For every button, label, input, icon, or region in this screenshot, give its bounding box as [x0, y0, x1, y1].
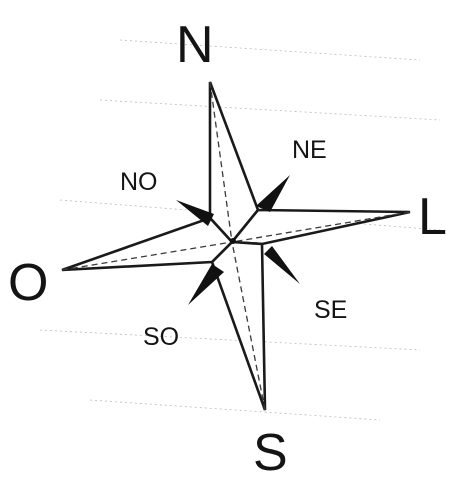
label-southeast: SE: [314, 296, 347, 324]
compass-center: [230, 238, 236, 244]
label-southwest: SO: [143, 323, 179, 351]
label-south: S: [253, 424, 288, 478]
compass-rays: [62, 82, 410, 410]
south-ray: [212, 242, 265, 410]
label-north: N: [176, 16, 214, 74]
label-west: O: [8, 254, 48, 312]
label-northeast: NE: [292, 136, 327, 164]
label-northwest: NO: [120, 168, 158, 196]
west-ray: [62, 218, 232, 270]
label-east: L: [418, 188, 447, 246]
southeast-spike: [264, 246, 300, 284]
southwest-spike: [188, 264, 224, 305]
northeast-spike: [256, 175, 290, 212]
